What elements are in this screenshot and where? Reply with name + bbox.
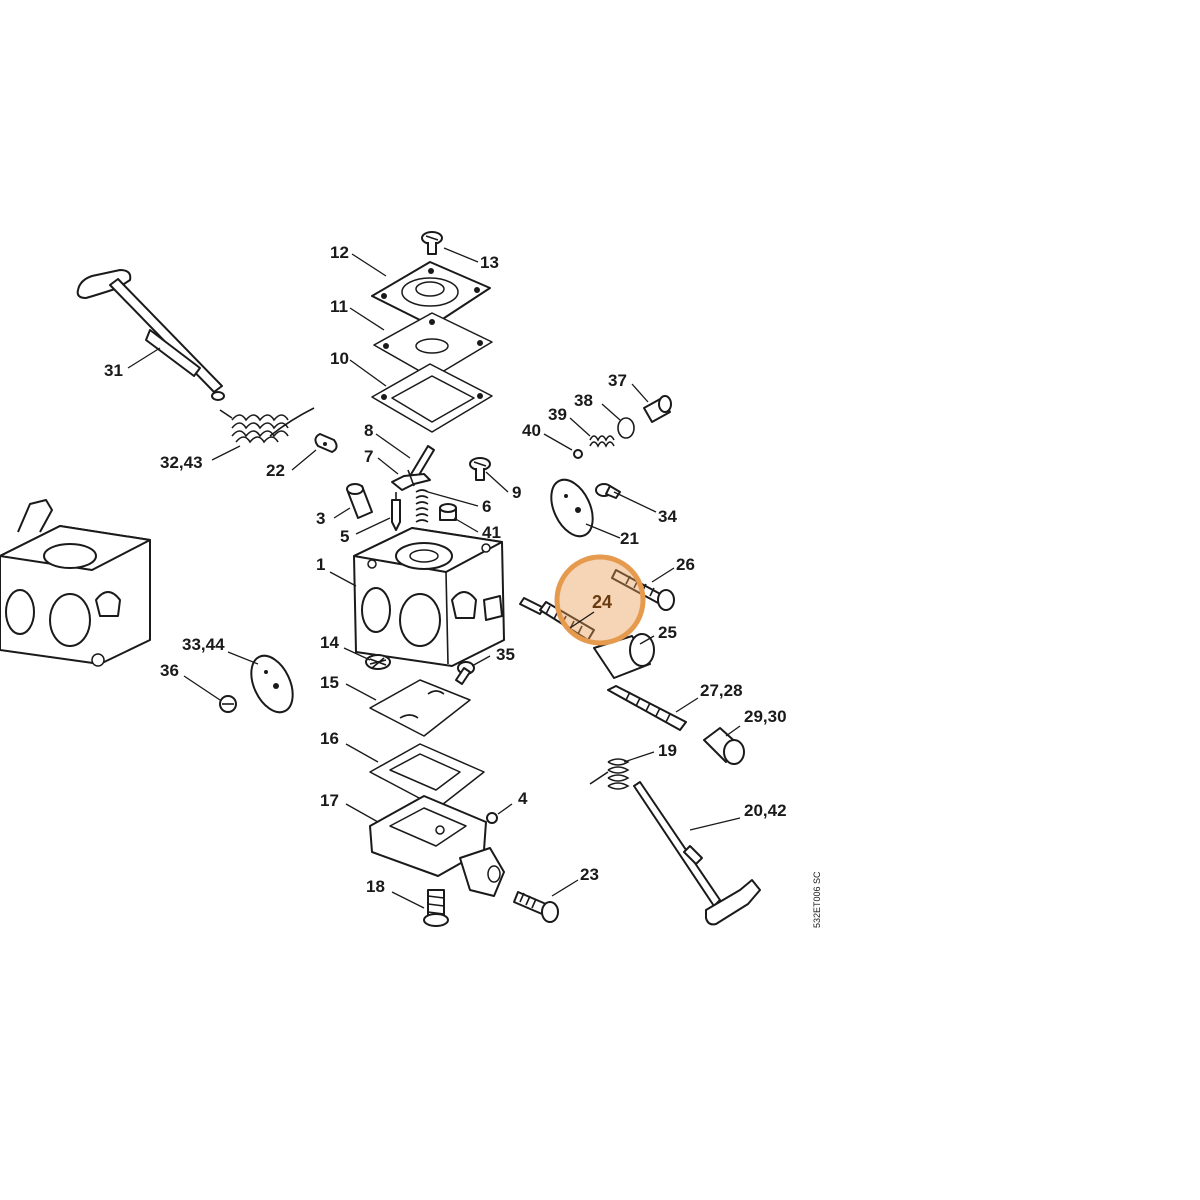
label-38: 38 <box>574 391 593 410</box>
part-16-gasket <box>369 743 485 809</box>
part-40-ball <box>573 449 583 459</box>
part-33-44-plate <box>250 654 294 714</box>
part-39-spring <box>589 435 615 448</box>
part-22-e-clip <box>314 433 338 453</box>
part-25-limiter-cap <box>593 633 655 679</box>
label-37: 37 <box>608 371 627 390</box>
label-29-30: 29,30 <box>744 707 787 726</box>
part-23-screw <box>513 891 559 923</box>
label-39: 39 <box>548 405 567 424</box>
label-6: 6 <box>482 497 491 516</box>
label-27-28: 27,28 <box>700 681 743 700</box>
leader-lines <box>127 247 741 909</box>
part-6-spring <box>415 489 429 523</box>
part-1-carburetor-body <box>353 527 505 667</box>
part-19-spring <box>589 758 630 790</box>
part-3-cap <box>346 483 373 519</box>
part-35-screw <box>455 661 475 685</box>
part-15-pump-diaphragm <box>369 679 471 737</box>
part-10-gasket <box>371 363 493 433</box>
label-8: 8 <box>364 421 373 440</box>
part-29-30-cap <box>703 727 745 765</box>
part-5-inlet-needle <box>391 492 401 531</box>
label-21: 21 <box>620 529 639 548</box>
label-16: 16 <box>320 729 339 748</box>
label-14: 14 <box>320 633 339 652</box>
label-13: 13 <box>480 253 499 272</box>
part-13-screw <box>421 231 443 255</box>
label-18: 18 <box>366 877 385 896</box>
label-4: 4 <box>518 789 528 808</box>
part-18-screw <box>423 889 449 927</box>
drawing-code: 532ET006 SC <box>812 871 822 928</box>
part-11-diaphragm <box>373 312 493 379</box>
label-41: 41 <box>482 523 501 542</box>
part-31-throttle-shaft <box>76 269 225 401</box>
part-37-sleeve <box>643 395 672 423</box>
part-20-42-choke-shaft <box>633 781 761 926</box>
label-22: 22 <box>266 461 285 480</box>
label-23: 23 <box>580 865 599 884</box>
label-9: 9 <box>512 483 521 502</box>
label-7: 7 <box>364 447 373 466</box>
label-20-42: 20,42 <box>744 801 787 820</box>
label-17: 17 <box>320 791 339 810</box>
label-26: 26 <box>676 555 695 574</box>
part-17-pump-body <box>369 795 505 897</box>
label-34: 34 <box>658 507 677 526</box>
part-21-plate <box>550 478 594 538</box>
label-5: 5 <box>340 527 349 546</box>
label-24-highlighted: 24 <box>592 592 612 612</box>
part-26-screw <box>611 569 675 611</box>
part-4-ball <box>486 812 498 824</box>
part-12-cover-plate <box>371 261 491 327</box>
part-38-o-ring <box>617 417 635 439</box>
part-7-inlet-lever <box>391 469 431 491</box>
label-31: 31 <box>104 361 123 380</box>
label-35: 35 <box>496 645 515 664</box>
label-32-43: 32,43 <box>160 453 203 472</box>
label-15: 15 <box>320 673 339 692</box>
part-41-plug <box>439 503 457 521</box>
part-9-screw <box>469 457 491 481</box>
part-14-strainer <box>365 654 391 670</box>
partial-carburetor-body-left <box>0 499 151 667</box>
label-11: 11 <box>330 297 348 316</box>
part-27-28-needle <box>607 685 687 731</box>
label-1: 1 <box>316 555 325 574</box>
part-36-screw <box>219 695 237 713</box>
part-34-screw <box>595 483 621 499</box>
highlight-circle-part-24 <box>554 554 646 646</box>
label-36: 36 <box>160 661 179 680</box>
label-19: 19 <box>658 741 677 760</box>
label-10: 10 <box>330 349 349 368</box>
label-40: 40 <box>522 421 541 440</box>
label-12: 12 <box>330 243 349 262</box>
part-labels: 12 13 11 10 31 32,43 22 37 38 39 40 8 7 … <box>104 243 787 896</box>
label-3: 3 <box>316 509 325 528</box>
label-33-44: 33,44 <box>182 635 225 654</box>
part-32-43-spring <box>219 407 315 444</box>
label-25: 25 <box>658 623 677 642</box>
